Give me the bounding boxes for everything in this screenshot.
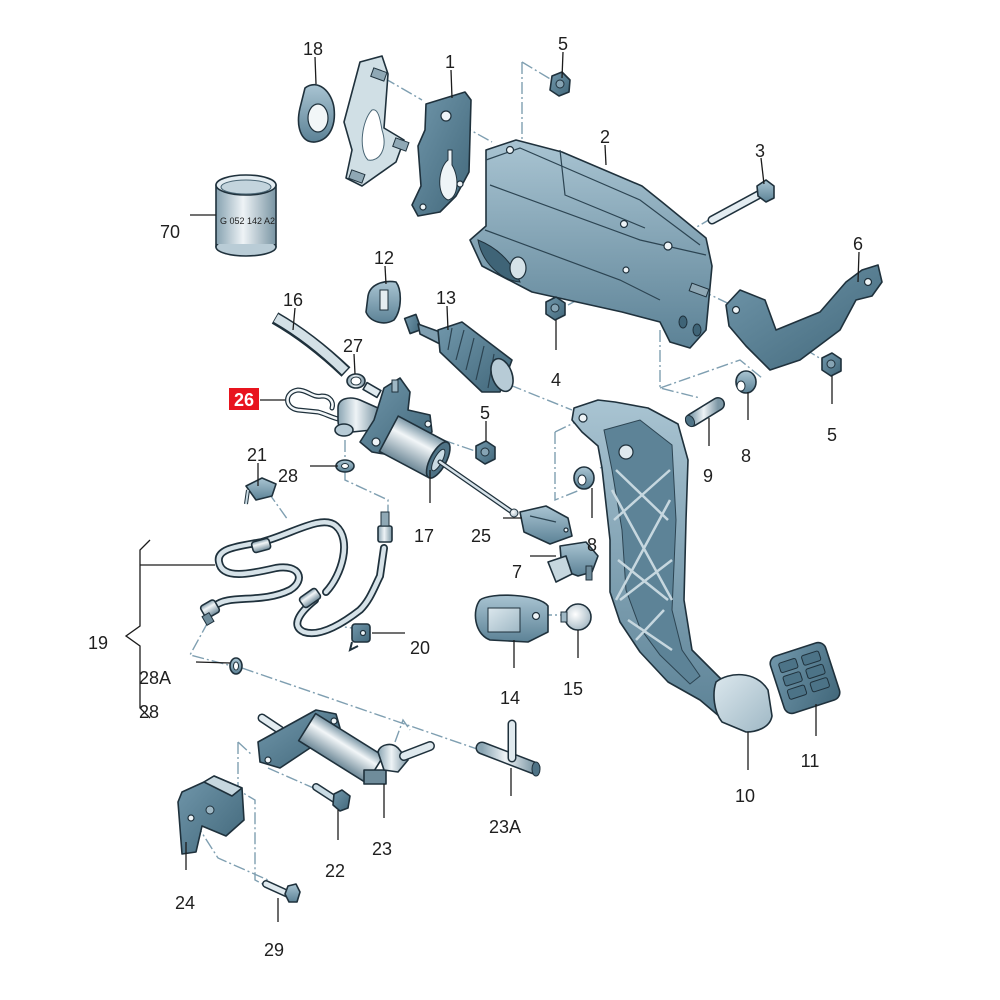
part-8-bushing-right — [735, 370, 757, 394]
part-13-boot — [403, 313, 514, 393]
callout-25[interactable]: 25 — [471, 526, 491, 546]
callout-24[interactable]: 24 — [175, 893, 195, 913]
part-19-hose-lines — [199, 511, 393, 638]
callout-3[interactable]: 3 — [755, 141, 765, 161]
callout-12[interactable]: 12 — [374, 248, 394, 268]
part-11-pedal-rubber — [769, 641, 841, 715]
callout-21[interactable]: 21 — [247, 445, 267, 465]
part-24-bracket — [177, 775, 245, 855]
callout-5-right[interactable]: 5 — [827, 425, 837, 445]
callout-23[interactable]: 23 — [372, 839, 392, 859]
part-3-bolt — [707, 179, 775, 225]
callout-28-upper[interactable]: 28 — [278, 466, 298, 486]
callout-15[interactable]: 15 — [563, 679, 583, 699]
callout-26[interactable]: 26 — [234, 390, 254, 410]
callout-9[interactable]: 9 — [703, 466, 713, 486]
part-5-nut-top — [549, 71, 571, 97]
part-22-bolt — [312, 783, 351, 812]
part-reinforcement-plate — [343, 55, 410, 187]
part-28-washer-upper — [335, 459, 355, 473]
part-16-hose — [271, 312, 351, 377]
part-27-seal-ring — [346, 373, 366, 389]
part-5-nut-middle — [475, 440, 496, 465]
part-18-clip — [297, 83, 336, 143]
part-70-stamp: G 052 142 A2 — [220, 216, 275, 226]
part-7-stop-pad — [547, 541, 599, 583]
part-26-retaining-clip — [285, 387, 345, 423]
bracket-19-brace — [124, 539, 151, 719]
callout-13[interactable]: 13 — [436, 288, 456, 308]
part-5-nut-right — [821, 352, 842, 377]
leader-lines — [124, 51, 860, 922]
part-23-slave-cylinder — [257, 709, 435, 785]
part-8-bushing-left — [573, 466, 595, 490]
part-17-master-cylinder — [334, 377, 519, 518]
part-2-pedal-bracket — [469, 139, 713, 349]
callout-5-middle[interactable]: 5 — [480, 403, 490, 423]
callout-8-left[interactable]: 8 — [587, 535, 597, 555]
callout-28-lower[interactable]: 28 — [139, 702, 159, 722]
callout-28A[interactable]: 28A — [139, 668, 171, 688]
callout-27[interactable]: 27 — [343, 336, 363, 356]
callouts: 18 1 5 2 3 70 6 12 16 13 27 4 26 5 5 21 … — [88, 34, 863, 960]
part-20-clip — [348, 623, 371, 652]
part-28A-seal-ring — [229, 657, 243, 675]
part-25-clevis — [519, 505, 573, 545]
part-23A-tee-piece — [475, 719, 541, 777]
callout-22[interactable]: 22 — [325, 861, 345, 881]
callout-18[interactable]: 18 — [303, 39, 323, 59]
part-10-clutch-pedal — [571, 399, 773, 733]
part-12-retainer — [365, 280, 402, 324]
part-29-bolt — [262, 880, 301, 903]
callout-7[interactable]: 7 — [512, 562, 522, 582]
callout-8-right[interactable]: 8 — [741, 446, 751, 466]
callout-6[interactable]: 6 — [853, 234, 863, 254]
part-15-cap — [560, 603, 592, 631]
callout-1[interactable]: 1 — [445, 52, 455, 72]
part-21-hose-holder — [244, 477, 277, 505]
callout-11[interactable]: 11 — [801, 751, 820, 771]
callout-17[interactable]: 17 — [414, 526, 434, 546]
callout-5-top[interactable]: 5 — [558, 34, 568, 54]
callout-20[interactable]: 20 — [410, 638, 430, 658]
part-70-sleeve: G 052 142 A2 — [215, 174, 277, 257]
callout-16[interactable]: 16 — [283, 290, 303, 310]
callout-14[interactable]: 14 — [500, 688, 520, 708]
callout-23A[interactable]: 23A — [489, 817, 521, 837]
part-14-switch-bracket — [474, 594, 549, 643]
part-6-support-bracket — [725, 264, 883, 371]
callout-19[interactable]: 19 — [88, 633, 108, 653]
part-1-bracket-plate — [411, 91, 472, 217]
callout-4[interactable]: 4 — [551, 370, 561, 390]
part-4-nut — [545, 296, 566, 321]
part-9-sleeve — [684, 397, 725, 428]
callout-10[interactable]: 10 — [735, 786, 755, 806]
callout-26-highlight-box[interactable] — [229, 388, 259, 410]
callout-29[interactable]: 29 — [264, 940, 284, 960]
callout-70[interactable]: 70 — [160, 222, 180, 242]
callout-2[interactable]: 2 — [600, 127, 610, 147]
